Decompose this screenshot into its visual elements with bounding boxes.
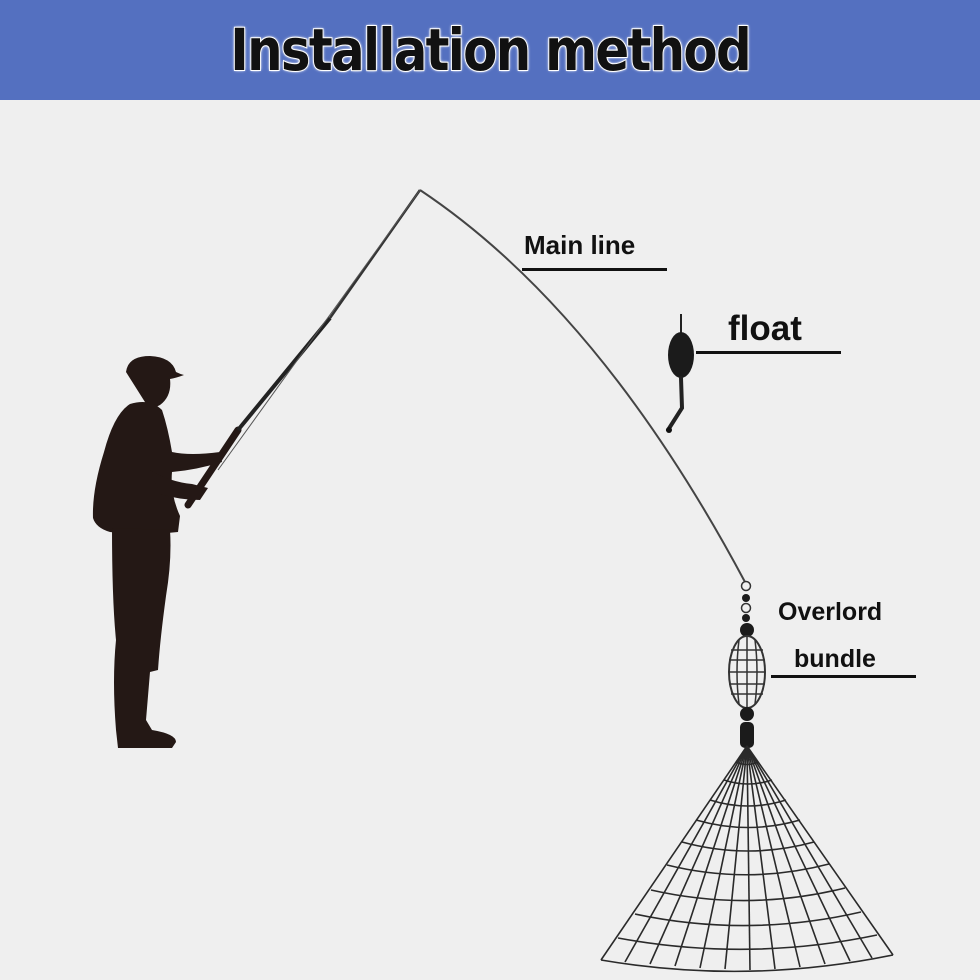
float-underline bbox=[696, 351, 841, 354]
hook-net bbox=[600, 745, 894, 973]
main-line-label: Main line bbox=[524, 230, 636, 260]
fishing-rod bbox=[184, 189, 422, 509]
header-banner: Installation method bbox=[0, 0, 980, 100]
overlord-underline bbox=[771, 675, 916, 678]
overlord-label-line2: bundle bbox=[794, 645, 876, 673]
fisherman-silhouette bbox=[92, 356, 222, 748]
overlord-bundle bbox=[728, 580, 766, 748]
float-label: float bbox=[728, 309, 802, 348]
overlord-label-line1: Overlord bbox=[778, 598, 883, 626]
main-line bbox=[419, 189, 746, 583]
page-title: Installation method bbox=[229, 15, 752, 85]
float-bobber bbox=[666, 314, 694, 433]
main-line-underline bbox=[522, 268, 667, 271]
